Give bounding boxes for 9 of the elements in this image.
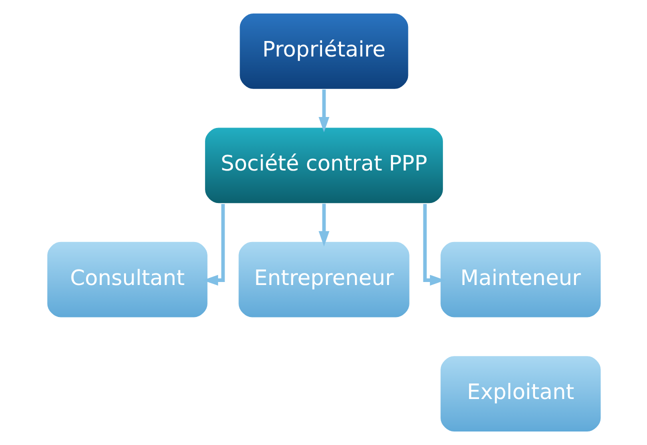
node-box: Consultant xyxy=(46,240,208,318)
arrow xyxy=(318,90,329,132)
arrow xyxy=(422,204,445,286)
node-box: Entrepreneur xyxy=(236,240,410,318)
node-box: Propriétaire xyxy=(238,12,409,90)
node-box: Exploitant xyxy=(438,354,602,433)
arrow xyxy=(318,204,329,246)
node-box: Société contrat PPP xyxy=(203,126,444,204)
node-box: Mainteneur xyxy=(438,240,602,318)
